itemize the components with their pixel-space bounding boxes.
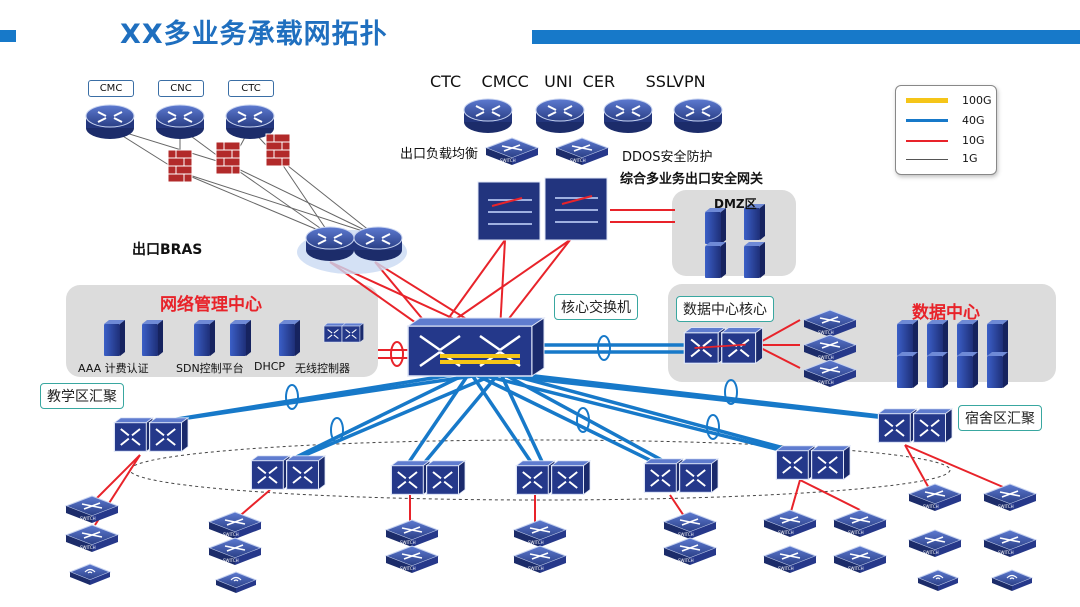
dc-core-switch	[683, 326, 764, 365]
security-gateway-chassis	[477, 177, 608, 241]
carrier-tag-cmc: CMC	[88, 80, 134, 97]
wireless-ap-icon	[917, 569, 959, 592]
core-switch-label: 核心交换机	[554, 294, 638, 320]
legend-item-40g: 40G	[906, 114, 991, 128]
dc-server	[987, 320, 1008, 356]
header-bar-right	[532, 30, 1080, 44]
wlc-label: 无线控制器	[295, 362, 350, 375]
dorm-agg-label: 宿舍区汇聚	[958, 405, 1042, 431]
teaching-agg-switch	[113, 416, 189, 453]
bundle-marker-red	[390, 341, 404, 367]
agg-switch	[775, 444, 851, 481]
access-switch	[385, 519, 439, 548]
core-switch-chassis	[406, 317, 546, 377]
access-switch	[663, 537, 717, 566]
dmz-label: DMZ区	[714, 197, 757, 211]
wireless-ap-icon	[69, 563, 111, 586]
dmz-server	[705, 242, 726, 278]
dc-server	[897, 352, 918, 388]
teaching-agg-label: 教学区汇聚	[40, 383, 124, 409]
carrier-router-cmc	[85, 104, 135, 140]
access-switch	[208, 511, 262, 540]
dc-server	[957, 320, 978, 356]
dc-server	[897, 320, 918, 356]
slide-title: XX多业务承载网拓扑	[120, 19, 388, 50]
agg-switch	[515, 459, 591, 496]
links-1g	[109, 127, 376, 236]
dhcp-server	[279, 320, 300, 356]
sdn-label: SDN控制平台	[176, 362, 244, 375]
billing-server	[142, 320, 163, 356]
firewall-icon	[215, 141, 241, 175]
gateway-label: 综合多业务出口安全网关	[620, 172, 764, 187]
egress-carrier-list: CTC CMCC UNI CER SSLVPN	[430, 72, 706, 91]
dc-server	[987, 352, 1008, 388]
egress-router	[603, 98, 653, 134]
agg-switch	[390, 459, 466, 496]
carrier-tag-cnc: CNC	[158, 80, 204, 97]
data-center-heading: 数据中心	[912, 303, 980, 323]
aaa-server	[104, 320, 125, 356]
access-switch	[763, 545, 817, 574]
bundle-markers	[285, 335, 738, 443]
carrier-tag-ctc: CTC	[228, 80, 274, 97]
dc-server	[927, 320, 948, 356]
load-balance-label: 出口负载均衡	[400, 147, 479, 162]
access-switch	[763, 509, 817, 538]
access-switch	[833, 509, 887, 538]
dc-core-label: 数据中心核心	[676, 296, 774, 322]
dc-server	[957, 352, 978, 388]
dc-access-switch	[803, 359, 857, 388]
access-switch	[208, 537, 262, 566]
wireless-ap-icon	[991, 569, 1033, 592]
firewall-icon	[265, 133, 291, 167]
legend-item-100g: 100G	[906, 94, 992, 108]
legend-item-10g: 10G	[906, 134, 991, 148]
bras-router	[353, 226, 403, 262]
bras-router	[305, 226, 355, 262]
carrier-router-cnc	[155, 104, 205, 140]
agg-switch	[250, 454, 326, 491]
access-switch	[513, 545, 567, 574]
aggregation-ring	[129, 439, 951, 501]
legend: 100G 40G 10G 1G	[895, 85, 997, 175]
ddos-label: DDOS安全防护	[622, 150, 713, 165]
dc-access-switch	[803, 334, 857, 363]
header-bar-left	[0, 30, 16, 42]
dmz-server	[705, 208, 726, 244]
access-switch	[983, 483, 1037, 512]
agg-switch	[643, 457, 719, 494]
dmz-server	[744, 242, 765, 278]
access-switch	[385, 545, 439, 574]
firewall-icon	[167, 149, 193, 183]
dorm-agg-switch	[877, 407, 953, 444]
load-balancer-device	[485, 137, 539, 166]
sdn-server	[230, 320, 251, 356]
dmz-panel	[672, 190, 796, 276]
access-switch	[663, 511, 717, 540]
wireless-ap-icon	[215, 571, 257, 594]
access-switch	[833, 545, 887, 574]
access-switch	[908, 529, 962, 558]
access-switch	[65, 524, 119, 553]
egress-router	[535, 98, 585, 134]
bras-label: 出口BRAS	[132, 242, 203, 258]
ddos-device	[555, 137, 609, 166]
dhcp-label: DHCP	[254, 360, 286, 373]
access-switch	[983, 529, 1037, 558]
egress-router	[463, 98, 513, 134]
nmc-heading: 网络管理中心	[160, 295, 262, 315]
aaa-billing-label: AAA 计费认证	[78, 362, 149, 375]
access-switch	[513, 519, 567, 548]
links-40g	[139, 343, 916, 472]
legend-item-1g: 1G	[906, 152, 991, 166]
dc-server	[927, 352, 948, 388]
access-switch	[908, 483, 962, 512]
dc-access-switch	[803, 309, 857, 338]
egress-router	[673, 98, 723, 134]
sdn-server	[194, 320, 215, 356]
